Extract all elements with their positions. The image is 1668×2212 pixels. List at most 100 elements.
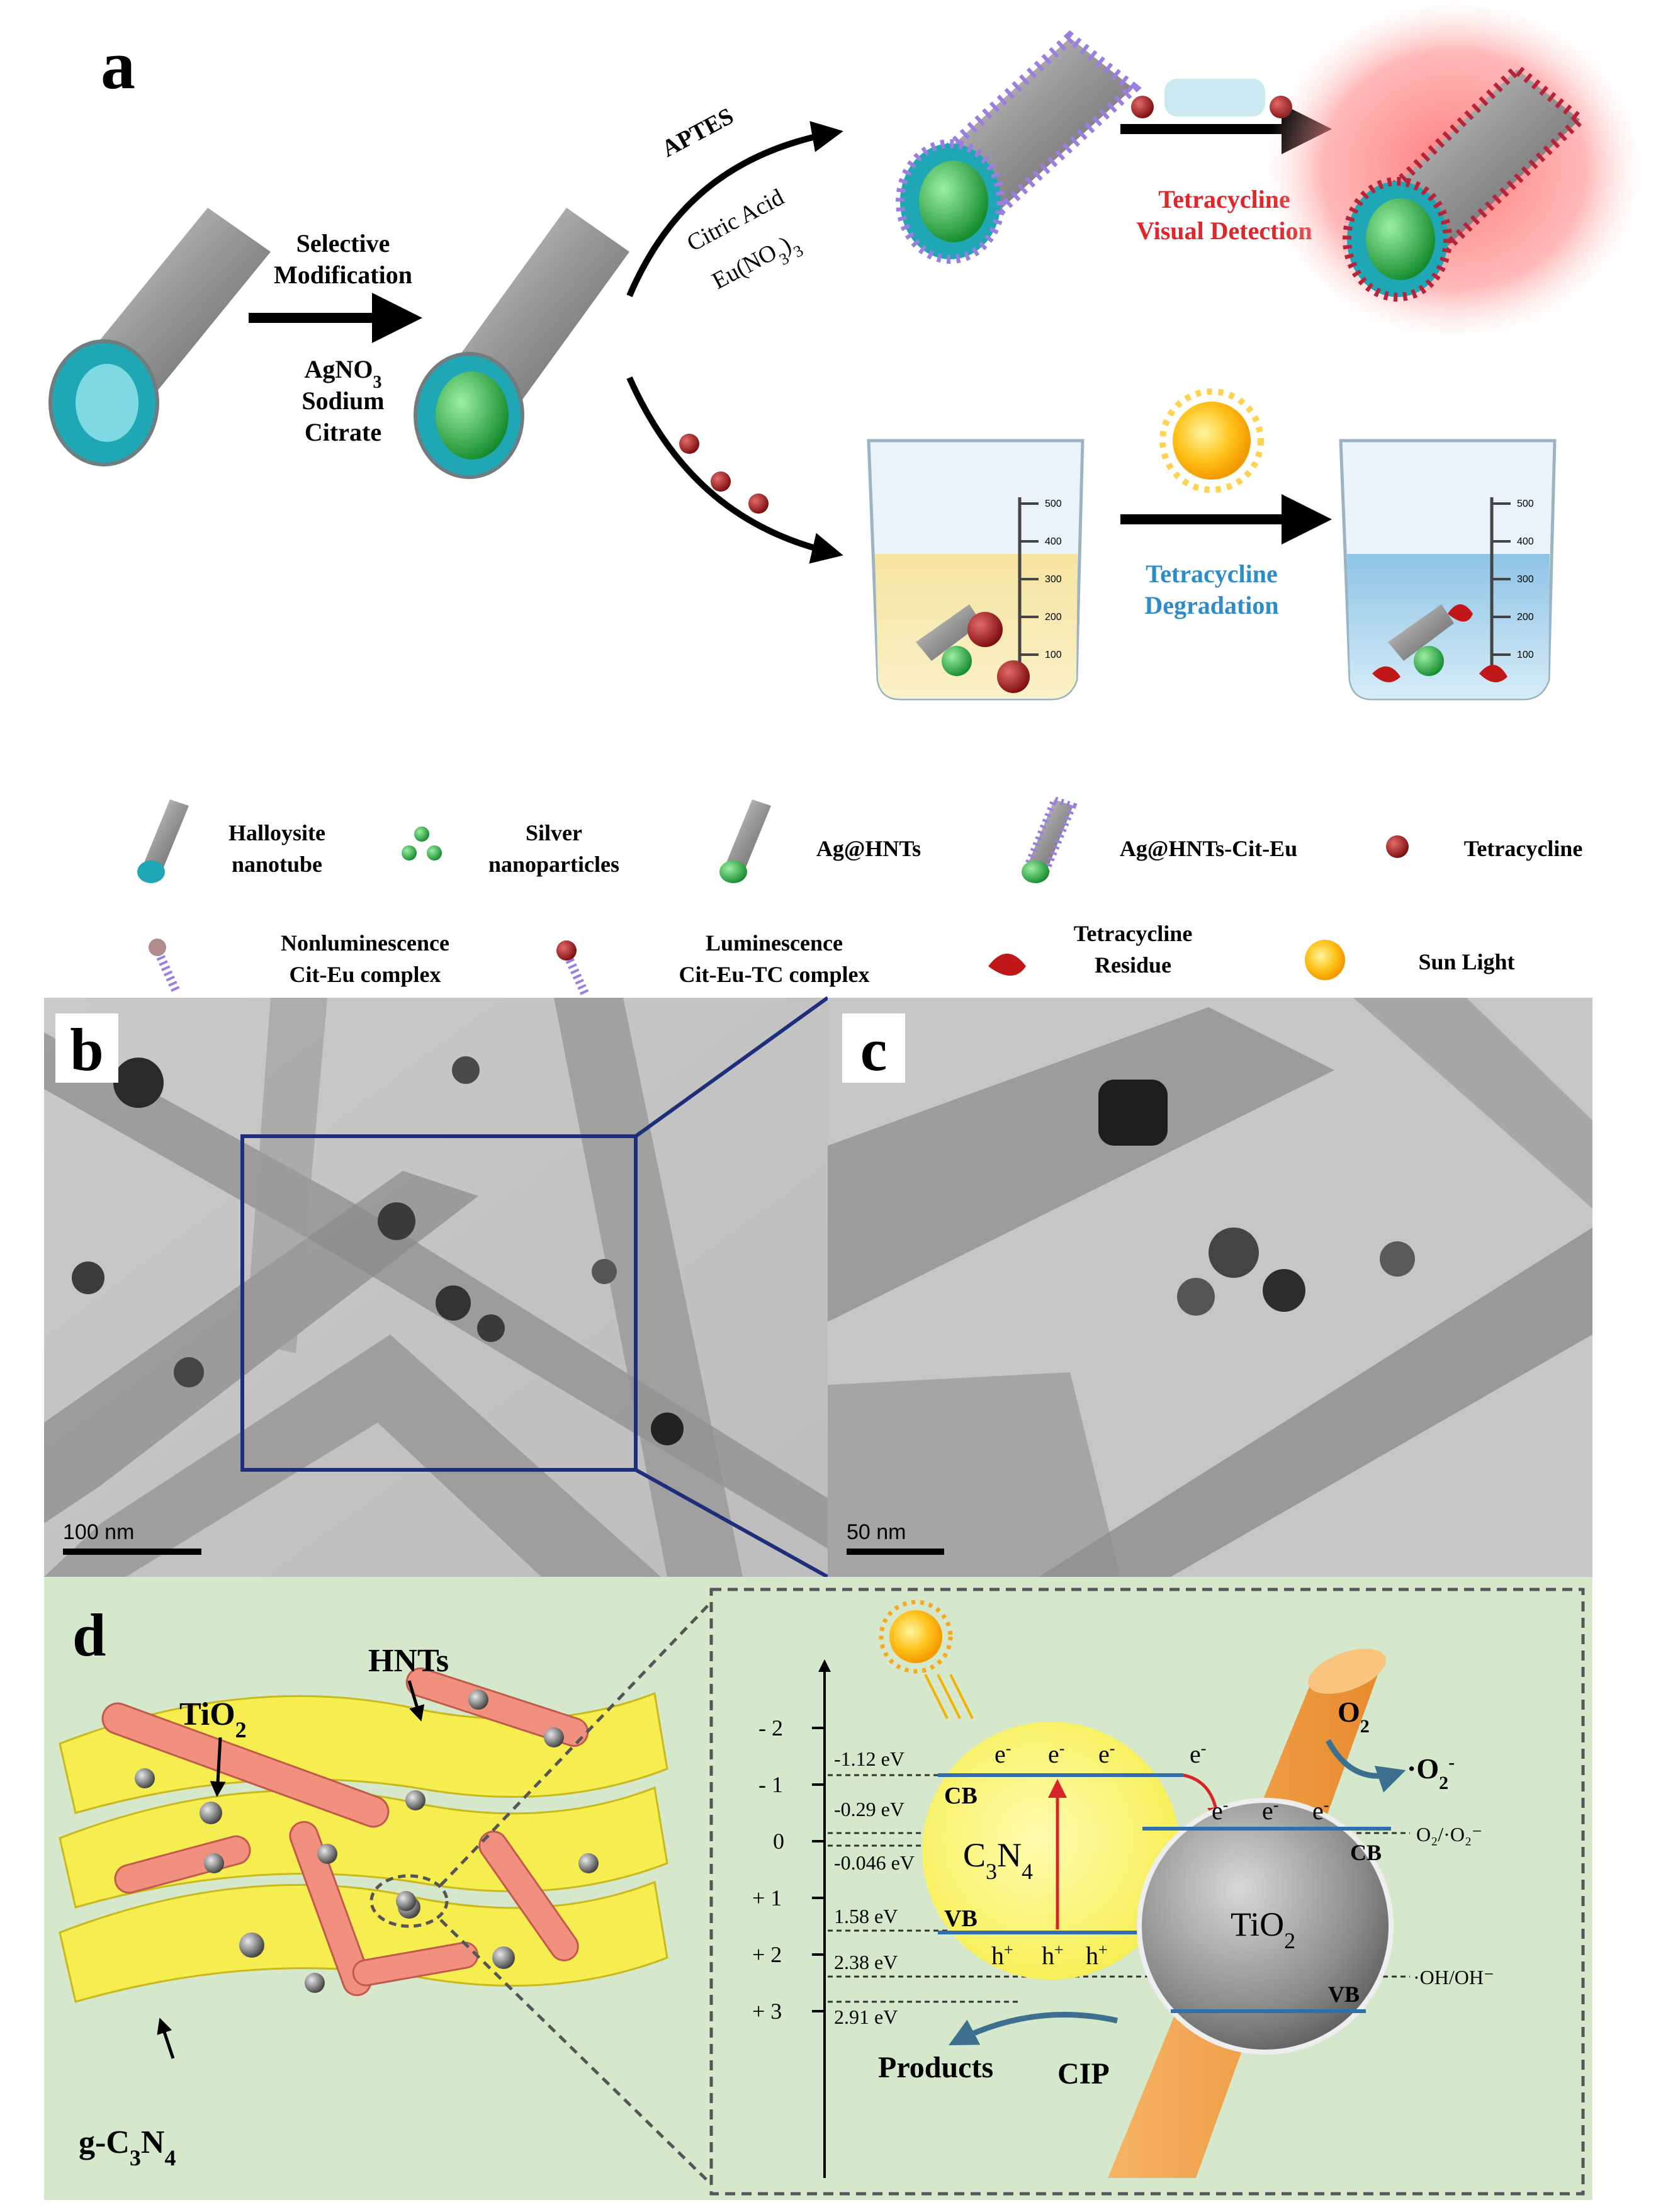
tetracycline-molecule-icon (1131, 96, 1154, 118)
zoom-ellipse (369, 1874, 449, 1928)
redox-o2-label: O₂/·O₂⁻ (1416, 1823, 1482, 1846)
arrow-gc3n4 (157, 2017, 175, 2059)
axis-tick: - 1 (758, 1772, 783, 1797)
beaker1-tick: 300 (1045, 574, 1062, 585)
legend-halloysite-line1: Halloysite (228, 820, 325, 845)
panel-label-d: d (72, 1601, 106, 1669)
beaker-before-icon (867, 439, 1085, 701)
beaker2-tick: 300 (1517, 574, 1534, 585)
energy-value: 1.58 eV (834, 1905, 898, 1927)
superoxide-label: ·O2- (1407, 1752, 1455, 1793)
sun-icon (1159, 388, 1264, 493)
axis-tick: + 1 (752, 1885, 782, 1910)
axis-tick: + 2 (752, 1942, 782, 1967)
beaker1-tick: 100 (1045, 650, 1062, 660)
energy-value: 2.91 eV (834, 2006, 898, 2028)
reagent-aptes: APTES (658, 103, 738, 162)
legend-silver-line1: Silver (526, 820, 582, 845)
beaker1-tick: 400 (1045, 536, 1062, 547)
legend-residue-line2: Residue (1095, 952, 1171, 978)
legend-silver-line2: nanoparticles (488, 852, 619, 877)
panel-label-b: b (70, 1016, 103, 1083)
label-hnts: HNTs (368, 1643, 449, 1679)
legend-sun-icon (1305, 940, 1345, 980)
legend-halloysite-icon (137, 799, 189, 883)
legend-nonluminescence-icon (149, 939, 181, 993)
c3n4-vb-label: VB (944, 1905, 978, 1932)
beaker2-tick: 400 (1517, 536, 1534, 547)
redox-oh-label: ·OH/OH⁻ (1413, 1966, 1494, 1989)
beaker2-tick: 200 (1517, 612, 1534, 623)
panel-d: d (44, 1577, 1592, 2200)
scale-bar-b-label: 100 nm (63, 1520, 134, 1544)
panel-label-c: c (860, 1016, 888, 1083)
reagent-citrate: Citrate (305, 418, 381, 446)
beaker1-tick: 500 (1045, 499, 1062, 509)
legend-nonluminescence-line2: Cit-Eu complex (290, 962, 441, 987)
zoom-connector-bottom (634, 1468, 829, 1579)
legend: Halloysite nanotube Silver nanoparticles… (137, 795, 1583, 996)
ag-hnts-tube-icon (414, 208, 629, 479)
tio2-cb-label: CB (1350, 1840, 1382, 1865)
legend-silver-nanoparticles-icon (402, 827, 442, 861)
panel-label-a: a (101, 26, 135, 103)
axis-tick: - 2 (758, 1715, 783, 1741)
c3n4-label: C3N4 (963, 1836, 1033, 1884)
energy-value: -0.046 eV (834, 1851, 915, 1874)
zoom-region-box (240, 1134, 638, 1472)
panel-c-tem-image: c 50 nm (828, 998, 1592, 1577)
step1-line1: Selective (296, 229, 390, 257)
ag-hnts-cit-eu-tube-icon (896, 30, 1142, 264)
products-label: Products (878, 2051, 993, 2084)
electron-label: e- (1262, 1796, 1278, 1825)
tetracycline-structure-icon (1164, 79, 1265, 116)
cip-label: CIP (1057, 2057, 1110, 2091)
c3n4-sphere (922, 1722, 1180, 1980)
tio2-sphere-label: TiO2 (1231, 1905, 1295, 1953)
electron-label: e- (1212, 1796, 1228, 1825)
reagent-agno3: AgNO3 (305, 355, 382, 392)
zoom-connector-d-bottom (439, 1919, 713, 2186)
halloysite-tube-icon (48, 208, 271, 466)
legend-luminescence-line2: Cit-Eu-TC complex (679, 962, 870, 987)
zoom-connector-top (634, 996, 829, 1138)
electron-label: e- (1312, 1796, 1329, 1825)
label-tio2: TiO2 (179, 1696, 247, 1742)
legend-tetracycline-icon (1386, 835, 1409, 858)
scale-bar-c-label: 50 nm (847, 1520, 906, 1544)
legend-tetracycline-label: Tetracycline (1464, 836, 1583, 861)
energy-value: 2.38 eV (834, 1951, 898, 1973)
legend-nonluminescence-line1: Nonluminescence (281, 930, 449, 956)
degradation-line2: Degradation (1144, 591, 1278, 619)
legend-residue-icon (988, 954, 1026, 976)
zoom-connector-d-top (439, 1601, 713, 1887)
energy-value: -0.29 eV (834, 1798, 904, 1820)
tio2-sphere (1137, 1798, 1394, 2055)
arrow-tio2 (210, 1737, 226, 1797)
tetracycline-dot-icon (748, 494, 769, 514)
tio2-particles-icon (135, 1690, 599, 1993)
panel-a: a Selective Modification AgNO3 Sodium Ci… (48, 0, 1643, 996)
reagent-sodium: Sodium (301, 387, 384, 415)
legend-sun-label: Sun Light (1418, 949, 1514, 974)
beaker2-tick: 100 (1517, 650, 1534, 660)
tio2-vb-label: VB (1328, 1982, 1360, 2007)
step1-line2: Modification (274, 261, 412, 289)
arrow-to-eu-complex (626, 121, 843, 297)
legend-residue-line1: Tetracycline (1074, 921, 1193, 946)
hole-label: h+ (1042, 1941, 1064, 1970)
legend-ag-hnts-cit-eu-icon (1022, 795, 1078, 883)
tetracycline-dot-icon (711, 471, 731, 492)
legend-luminescence-line1: Luminescence (706, 930, 843, 956)
degradation-arrow (949, 2012, 1118, 2046)
electron-label: e- (1098, 1739, 1115, 1769)
hnt-rods-icon (101, 1667, 589, 1997)
electron-label: e- (1190, 1739, 1206, 1769)
energy-value: -1.12 eV (834, 1747, 904, 1770)
hole-label: h+ (991, 1941, 1013, 1970)
beaker2-tick: 500 (1517, 499, 1534, 509)
tetracycline-dot-icon (679, 434, 699, 454)
degradation-line1: Tetracycline (1146, 560, 1278, 588)
legend-ag-hnts-cit-eu-label: Ag@HNTs-Cit-Eu (1120, 836, 1297, 861)
